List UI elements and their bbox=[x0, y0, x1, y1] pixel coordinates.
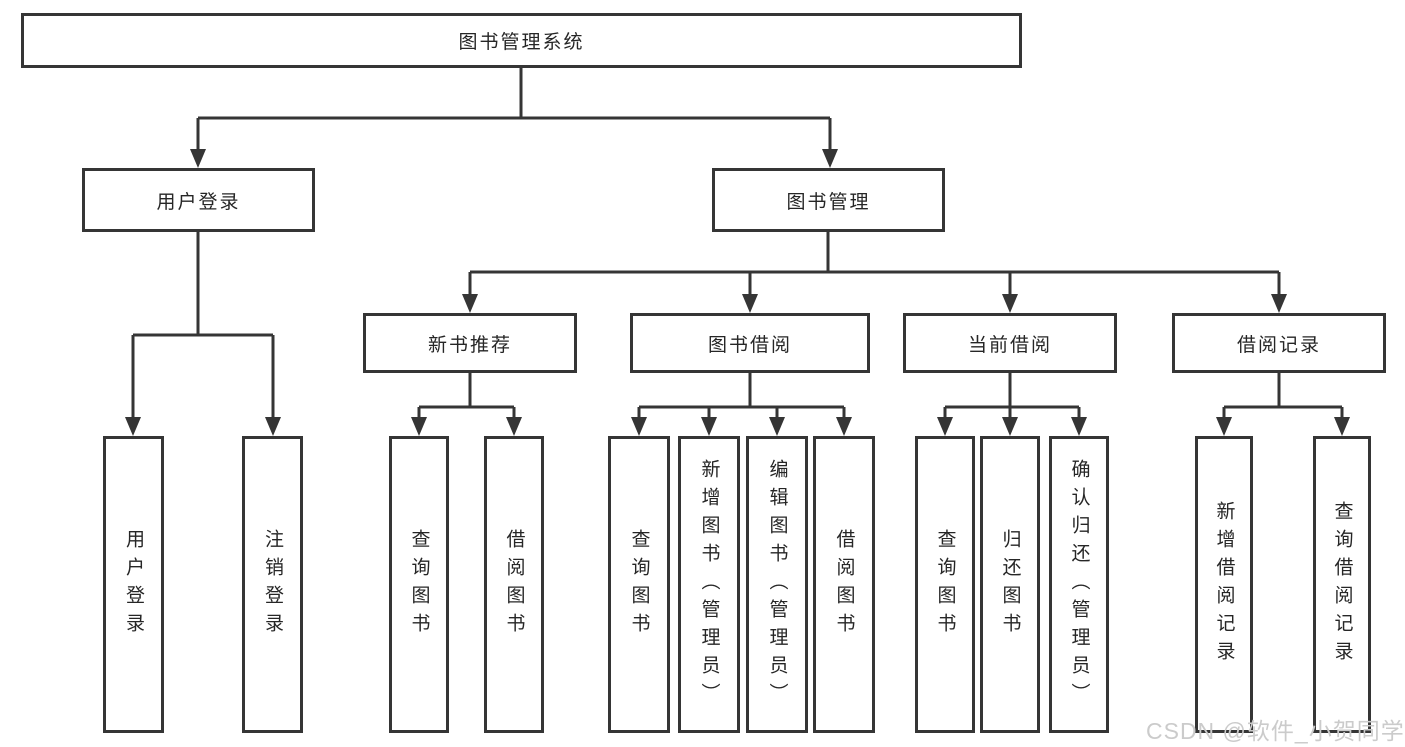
leaf-add-borrow-record: 新增借阅记录 bbox=[1195, 436, 1253, 733]
leaf-label: 查询图书 bbox=[934, 528, 956, 641]
node-user-login: 用户登录 bbox=[82, 168, 315, 232]
leaf-label: 新增借阅记录 bbox=[1213, 500, 1235, 669]
leaf-borrow-books-recommend: 借阅图书 bbox=[484, 436, 544, 733]
leaf-label: 查询借阅记录 bbox=[1331, 500, 1353, 669]
node-current-borrow-label: 当前借阅 bbox=[967, 334, 1052, 356]
node-current-borrow: 当前借阅 bbox=[903, 313, 1117, 373]
node-root-label: 图书管理系统 bbox=[458, 32, 585, 53]
leaf-logout: 注销登录 bbox=[242, 436, 303, 733]
leaf-label: 查询图书 bbox=[408, 528, 430, 641]
node-borrow-record-label: 借阅记录 bbox=[1236, 334, 1321, 356]
leaf-query-books-recommend: 查询图书 bbox=[389, 436, 449, 733]
node-book-management: 图书管理 bbox=[712, 168, 945, 232]
leaf-query-books-current: 查询图书 bbox=[915, 436, 975, 733]
leaf-label: 编辑图书（管理员） bbox=[766, 458, 788, 711]
csdn-watermark: CSDN @软件_小贺同学 bbox=[1146, 718, 1405, 744]
leaf-add-books-admin: 新增图书（管理员） bbox=[678, 436, 740, 733]
leaf-query-borrow-record: 查询借阅记录 bbox=[1313, 436, 1371, 733]
node-new-book-recommend: 新书推荐 bbox=[363, 313, 577, 373]
node-book-borrow: 图书借阅 bbox=[630, 313, 870, 373]
leaf-label: 确认归还（管理员） bbox=[1068, 458, 1090, 711]
leaf-confirm-return-admin: 确认归还（管理员） bbox=[1049, 436, 1109, 733]
leaf-label: 用户登录 bbox=[123, 528, 144, 641]
leaf-edit-books-admin: 编辑图书（管理员） bbox=[746, 436, 808, 733]
node-borrow-record: 借阅记录 bbox=[1172, 313, 1386, 373]
leaf-borrow-books: 借阅图书 bbox=[813, 436, 875, 733]
leaf-label: 查询图书 bbox=[628, 528, 650, 641]
leaf-label: 注销登录 bbox=[262, 528, 283, 641]
node-book-management-label: 图书管理 bbox=[786, 191, 871, 213]
leaf-query-books-borrow: 查询图书 bbox=[608, 436, 670, 733]
leaf-return-books: 归还图书 bbox=[980, 436, 1040, 733]
node-book-borrow-label: 图书借阅 bbox=[707, 334, 792, 356]
node-user-login-label: 用户登录 bbox=[156, 191, 241, 213]
leaf-label: 借阅图书 bbox=[833, 528, 855, 641]
leaf-label: 新增图书（管理员） bbox=[698, 458, 720, 711]
node-new-book-recommend-label: 新书推荐 bbox=[427, 334, 512, 356]
node-root: 图书管理系统 bbox=[21, 13, 1022, 68]
leaf-label: 借阅图书 bbox=[503, 528, 525, 641]
arrowheads bbox=[125, 149, 1350, 436]
leaf-label: 归还图书 bbox=[999, 528, 1021, 641]
leaf-user-login: 用户登录 bbox=[103, 436, 164, 733]
